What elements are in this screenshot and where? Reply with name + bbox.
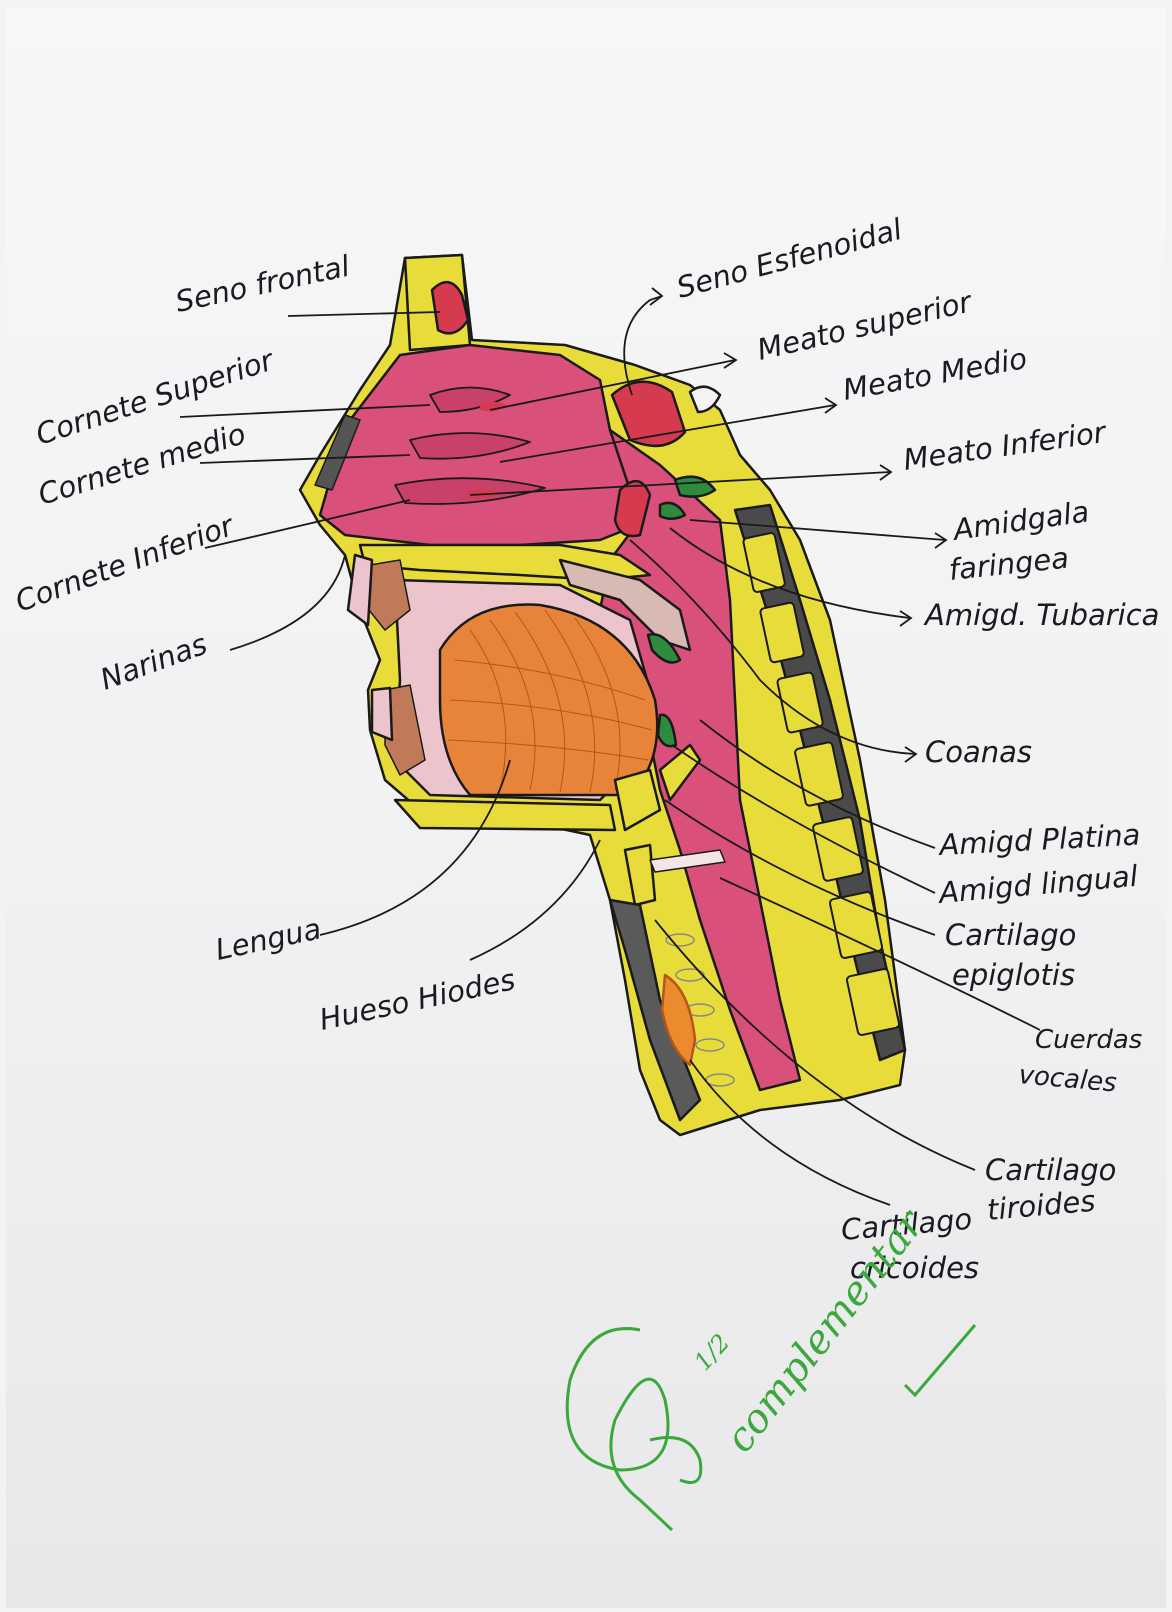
line-narinas [230, 555, 345, 650]
label-hueso-hiodes: Hueso Hiodes [316, 962, 518, 1037]
label-cartilago-tiroides-2: tiroides [986, 1184, 1097, 1227]
line-hueso-hiodes [470, 840, 600, 960]
label-seno-esfenoidal: Seno Esfenoidal [673, 212, 905, 305]
comment-complementar: complementar [717, 1200, 935, 1461]
label-seno-frontal: Seno frontal [172, 249, 352, 319]
grade-mark: 1/2 [689, 1329, 736, 1376]
label-cartilago-tiroides-1: Cartilago [985, 1153, 1116, 1187]
label-narinas: Narinas [96, 627, 212, 697]
check-mark [905, 1325, 975, 1395]
label-coanas: Coanas [925, 735, 1032, 769]
label-meato-inferior: Meato Inferior [901, 415, 1109, 477]
teacher-annotation: 1/2 complementar [567, 1200, 975, 1530]
label-cornete-inferior: Cornete Inferior [11, 508, 240, 619]
label-lengua: Lengua [212, 911, 324, 966]
label-amigdala-faringea-1: Amidgala [949, 494, 1091, 547]
label-amigdala-faringea-2: faringea [947, 541, 1070, 587]
label-amigd-lingual: Amigd lingual [936, 859, 1139, 910]
label-cuerdas-vocales-1: Cuerdas [1035, 1025, 1142, 1055]
label-cartilago-epiglotis-2: epiglotis [952, 958, 1075, 992]
label-cuerdas-vocales-2: vocales [1017, 1060, 1118, 1098]
label-amigd-tubarica: Amigd. Tubarica [923, 598, 1159, 632]
mandible [395, 800, 615, 830]
lower-lip [372, 688, 392, 740]
signature-scribble [567, 1329, 701, 1530]
label-cartilago-epiglotis-1: Cartilago [945, 918, 1076, 952]
label-amigd-platina: Amigd Platina [937, 818, 1142, 863]
label-meato-medio: Meato Medio [840, 341, 1029, 407]
